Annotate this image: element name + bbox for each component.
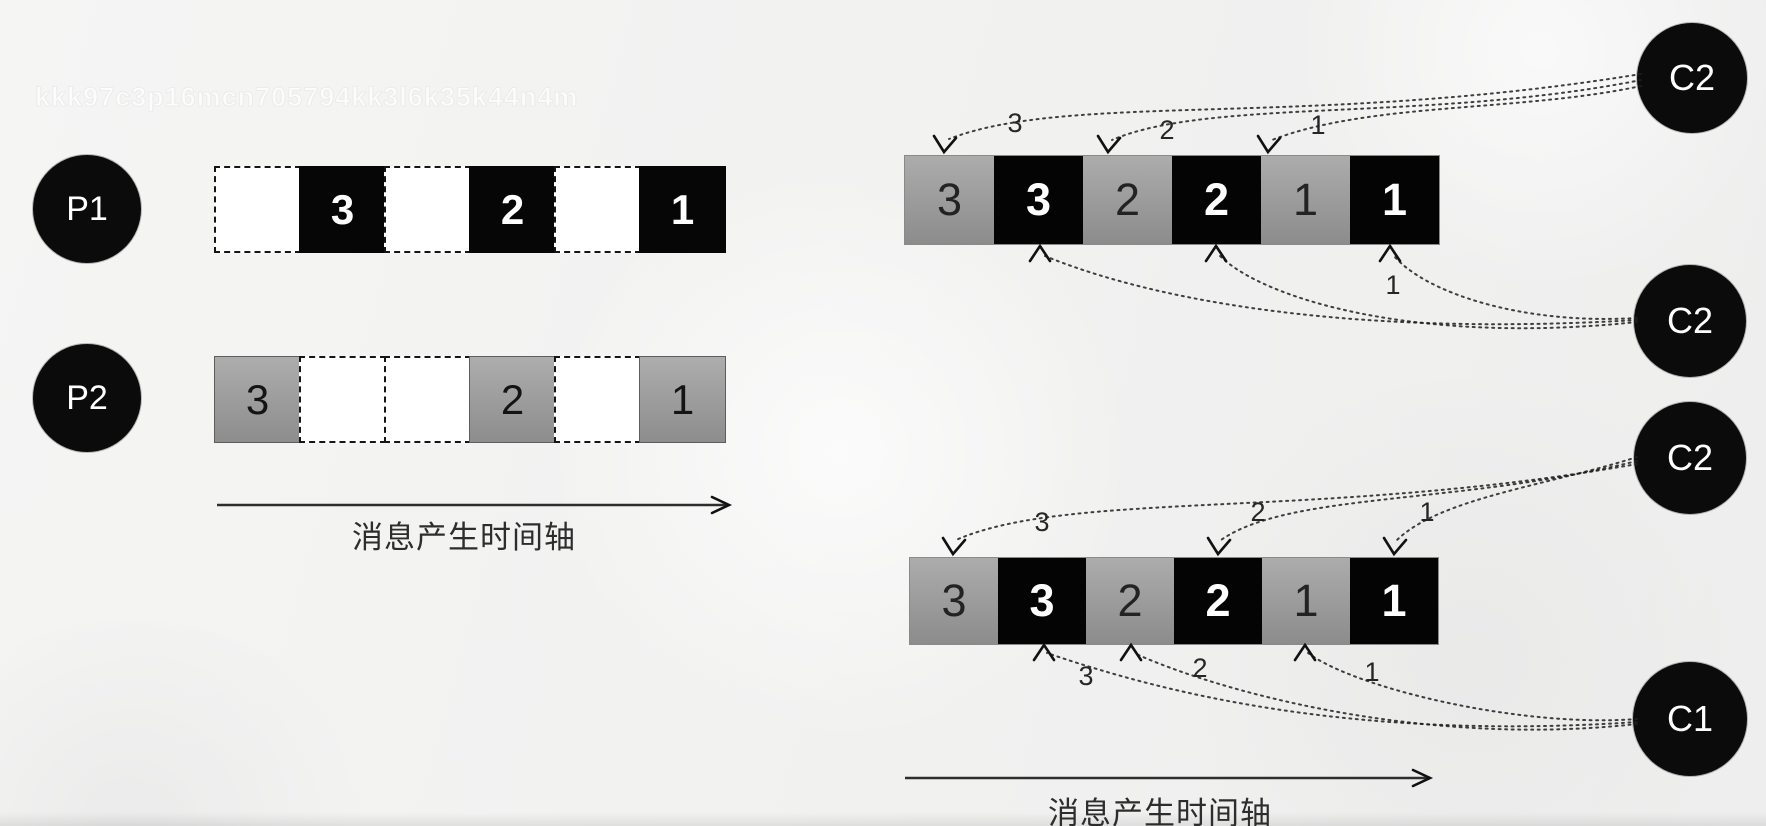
producer-node-p1: P1 bbox=[33, 155, 141, 263]
queue-cell-message: 2 bbox=[1086, 558, 1174, 644]
queue-cell-message: 2 bbox=[1083, 156, 1172, 244]
queue-cell-message: 3 bbox=[214, 356, 301, 443]
p1-message-queue: 3 2 1 bbox=[214, 166, 726, 253]
consume-order-label: 1 bbox=[1310, 110, 1326, 140]
consume-order-label: 2 bbox=[1192, 653, 1208, 683]
queue-cell-empty bbox=[554, 356, 641, 443]
queue-cell-empty bbox=[299, 356, 386, 443]
consume-order-label: 3 bbox=[1078, 661, 1094, 691]
p2-message-queue: 3 2 1 bbox=[214, 356, 726, 443]
timeline-axis-left bbox=[217, 495, 733, 515]
queue-cell-message: 1 bbox=[1261, 156, 1350, 244]
queue-cell-empty bbox=[214, 166, 301, 253]
timeline-axis-right bbox=[905, 768, 1434, 788]
consume-arrows-c2-lower bbox=[941, 456, 1638, 557]
merged-queue-top: 3 3 2 2 1 1 bbox=[904, 155, 1440, 245]
queue-cell-message: 3 bbox=[905, 156, 994, 244]
queue-cell-empty bbox=[384, 356, 471, 443]
consume-order-label: 2 bbox=[1250, 497, 1266, 527]
queue-cell-message: 3 bbox=[299, 166, 386, 253]
queue-cell-message: 1 bbox=[1350, 558, 1438, 644]
consumer-label: C2 bbox=[1668, 57, 1716, 98]
queue-cell-message: 3 bbox=[910, 558, 998, 644]
queue-cell-message: 2 bbox=[469, 166, 556, 253]
consumer-label: C2 bbox=[1666, 437, 1714, 478]
queue-cell-message: 1 bbox=[1350, 156, 1439, 244]
queue-cell-message: 3 bbox=[994, 156, 1083, 244]
timeline-label-left: 消息产生时间轴 bbox=[352, 520, 576, 555]
consume-order-label: 2 bbox=[1159, 115, 1175, 145]
producer-label: P1 bbox=[66, 189, 108, 228]
producer-label: P2 bbox=[66, 378, 108, 417]
consumer-node-c2-lower: C2 bbox=[1634, 402, 1746, 514]
consume-arrows-c1 bbox=[1032, 642, 1638, 731]
consumer-label: C2 bbox=[1666, 300, 1714, 341]
queue-cell-message: 1 bbox=[639, 356, 726, 443]
queue-cell-message: 1 bbox=[639, 166, 726, 253]
queue-cell-empty bbox=[554, 166, 641, 253]
queue-cell-message: 2 bbox=[1174, 558, 1262, 644]
consumer-node-c2-middle: C2 bbox=[1634, 265, 1746, 377]
consume-order-label: 3 bbox=[1007, 108, 1023, 138]
consumer-node-c2-top: C2 bbox=[1637, 23, 1747, 133]
consumer-label: C1 bbox=[1666, 698, 1714, 739]
queue-cell-message: 2 bbox=[1172, 156, 1261, 244]
queue-cell-message: 3 bbox=[998, 558, 1086, 644]
queue-cell-message: 1 bbox=[1262, 558, 1350, 644]
consume-order-label: 1 bbox=[1385, 270, 1401, 300]
timeline-label-right: 消息产生时间轴 bbox=[1048, 796, 1272, 826]
queue-cell-message: 2 bbox=[469, 356, 556, 443]
bottom-edge-shadow bbox=[0, 812, 1766, 826]
watermark-text: kkk97c3p16mcn705794kk3l6k35k44n4m bbox=[34, 82, 579, 113]
consume-arrows-c2-middle bbox=[1028, 243, 1638, 330]
background-swoosh bbox=[0, 620, 380, 826]
merged-queue-bottom: 3 3 2 2 1 1 bbox=[909, 557, 1439, 645]
consume-order-label: 3 bbox=[1034, 507, 1050, 537]
producer-node-p2: P2 bbox=[33, 344, 141, 452]
consumer-node-c1: C1 bbox=[1633, 662, 1747, 776]
consume-order-label: 1 bbox=[1419, 497, 1435, 527]
consume-arrows-c2-top bbox=[932, 73, 1642, 155]
consume-order-label: 1 bbox=[1364, 657, 1380, 687]
queue-cell-empty bbox=[384, 166, 471, 253]
